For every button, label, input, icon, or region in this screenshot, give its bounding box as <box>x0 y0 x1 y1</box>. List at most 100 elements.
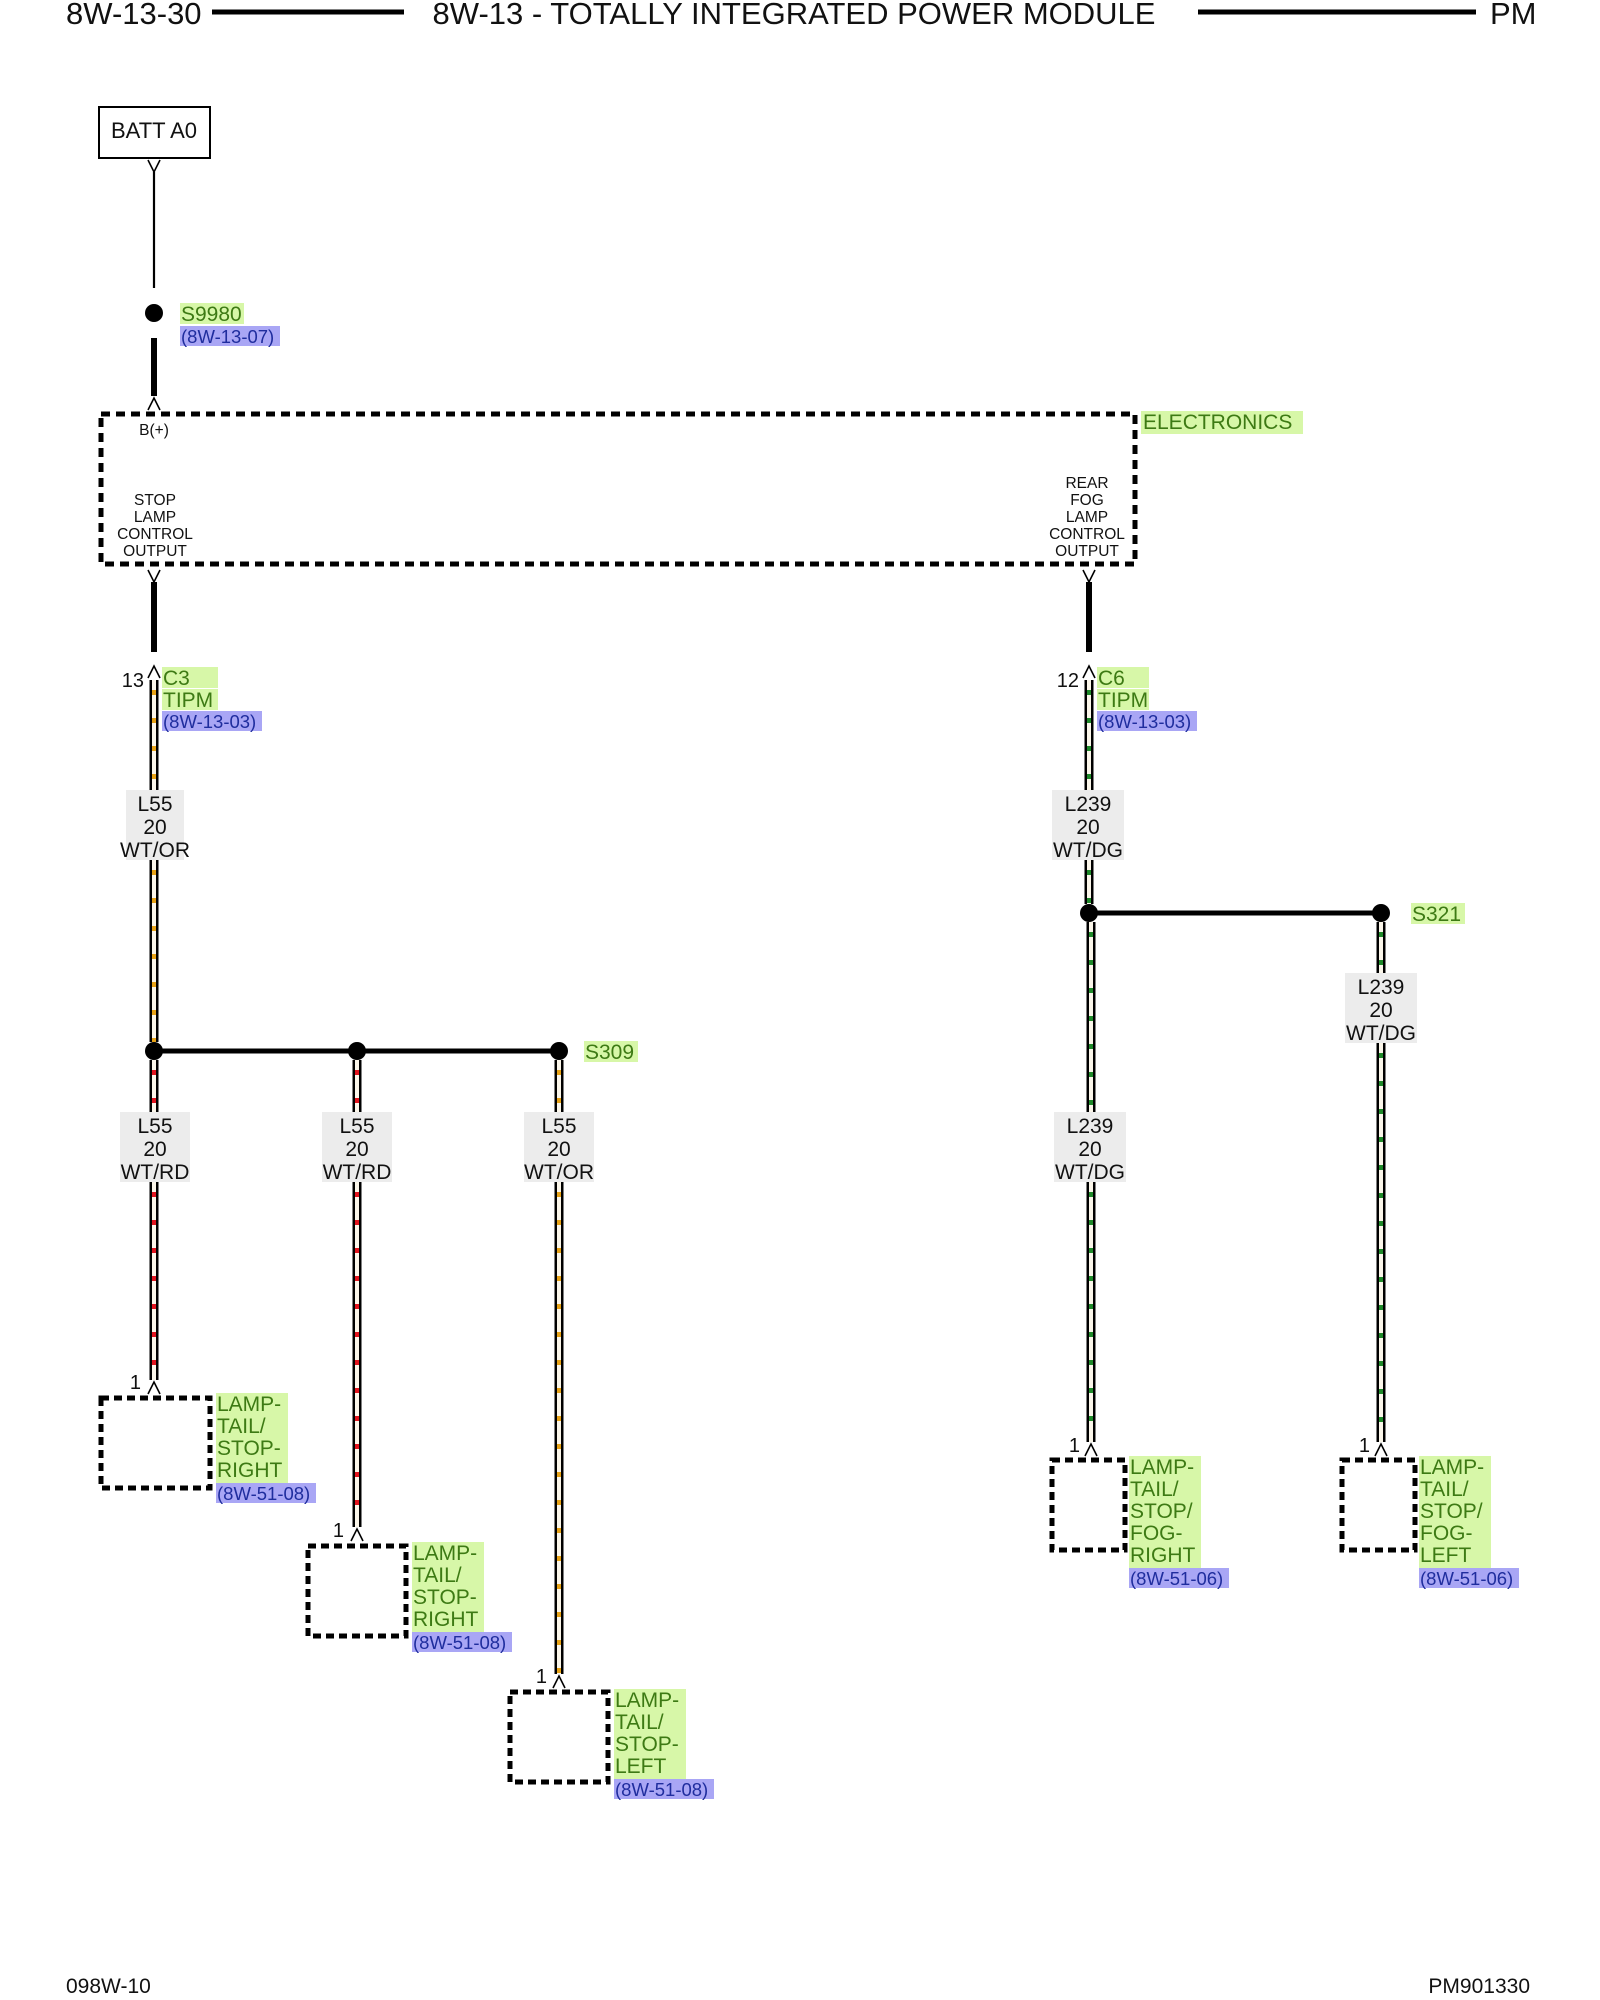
svg-text:TAIL/: TAIL/ <box>413 1564 462 1587</box>
module-bplus-arrow <box>147 396 161 411</box>
lamp5-ref[interactable]: (8W-51-06) <box>1420 1568 1513 1589</box>
lamp-tail-stop-right-2: 1 LAMP- TAIL/ STOP- RIGHT (8W-51-08) <box>305 1520 512 1653</box>
svg-text:STOP: STOP <box>134 492 176 509</box>
splice-s9980-ref-bg <box>180 326 280 346</box>
c6-name-bg <box>1097 667 1149 688</box>
lamp1-box <box>98 1395 213 1491</box>
lamp5-label-bg <box>1419 1456 1491 1568</box>
source-label: BATT A0 <box>111 118 197 143</box>
svg-text:OUTPUT: OUTPUT <box>123 543 187 560</box>
splice-s321-label: S321 <box>1412 903 1461 926</box>
c3-pin-arrow <box>147 664 161 679</box>
splice-s9980-label-bg <box>180 303 244 324</box>
lamp5-box <box>1339 1457 1418 1553</box>
splice-s321-node-2 <box>1372 904 1390 922</box>
svg-text:20: 20 <box>143 1138 166 1161</box>
wire-label-w5: L239 20 WT/DG <box>1052 790 1124 862</box>
wire-label-w3: L55 20 WT/RD <box>322 1112 392 1184</box>
lamp3-label-bg <box>614 1689 686 1779</box>
lamp1-pin: 1 <box>130 1372 141 1394</box>
svg-text:WT/OR: WT/OR <box>524 1161 594 1184</box>
lamp1-label-bg <box>216 1393 288 1483</box>
module-right-output-label: REAR FOG LAMP CONTROL OUTPUT <box>1049 475 1125 560</box>
svg-text:STOP-: STOP- <box>615 1733 679 1756</box>
svg-text:OUTPUT: OUTPUT <box>1055 543 1119 560</box>
lamp3-ref[interactable]: (8W-51-08) <box>615 1779 708 1800</box>
svg-text:L55: L55 <box>137 1115 172 1138</box>
footer-left-code: 098W-10 <box>66 1975 151 1998</box>
svg-text:LAMP-: LAMP- <box>1420 1456 1484 1479</box>
svg-text:RIGHT: RIGHT <box>1130 1544 1196 1567</box>
svg-text:FOG-: FOG- <box>1420 1522 1473 1545</box>
module-electronics-box <box>98 411 1138 567</box>
svg-text:WT/DG: WT/DG <box>1346 1022 1416 1045</box>
svg-text:WT/DG: WT/DG <box>1053 839 1123 862</box>
lamp1-ref-bg <box>216 1483 316 1503</box>
svg-text:L55: L55 <box>541 1115 576 1138</box>
c3-ref-bg <box>162 711 262 731</box>
svg-text:LEFT: LEFT <box>1420 1544 1472 1567</box>
lamp1-pin-arrow <box>147 1380 161 1395</box>
svg-text:LAMP-: LAMP- <box>413 1542 477 1565</box>
c6-pin-number: 12 <box>1057 670 1079 692</box>
lamp1-ref[interactable]: (8W-51-08) <box>217 1483 310 1504</box>
lamp4-ref-bg <box>1129 1568 1229 1588</box>
source-box <box>98 106 211 159</box>
lamp2-pin: 1 <box>333 1520 344 1542</box>
svg-text:STOP-: STOP- <box>413 1586 477 1609</box>
svg-text:20: 20 <box>345 1138 368 1161</box>
lamp4-ref[interactable]: (8W-51-06) <box>1130 1568 1223 1589</box>
splice-s309-label: S309 <box>585 1041 634 1064</box>
svg-text:20: 20 <box>1076 816 1099 839</box>
footer-right-code: PM901330 <box>1428 1975 1530 1998</box>
svg-text:L239: L239 <box>1067 1115 1114 1138</box>
svg-text:L239: L239 <box>1065 793 1112 816</box>
svg-text:RIGHT: RIGHT <box>413 1608 479 1631</box>
lamp3-box <box>507 1689 611 1785</box>
lamp2-ref-bg <box>412 1632 512 1652</box>
svg-text:LAMP-: LAMP- <box>217 1393 281 1416</box>
svg-text:20: 20 <box>143 816 166 839</box>
module-left-output-label: STOP LAMP CONTROL OUTPUT <box>117 492 193 560</box>
svg-text:STOP-: STOP- <box>217 1437 281 1460</box>
svg-text:WT/RD: WT/RD <box>121 1161 190 1184</box>
header-page-number: 8W-13-30 <box>66 0 202 31</box>
svg-text:REAR: REAR <box>1065 475 1108 492</box>
svg-text:L55: L55 <box>339 1115 374 1138</box>
lamp5-pin-arrow <box>1374 1442 1388 1457</box>
c3-sub: TIPM <box>163 689 213 712</box>
lamp2-pin-arrow <box>350 1527 364 1542</box>
svg-text:TAIL/: TAIL/ <box>1420 1478 1469 1501</box>
wire-label-w7: L239 20 WT/DG <box>1345 973 1417 1045</box>
lamp-tail-stop-fog-right: 1 LAMP- TAIL/ STOP/ FOG- RIGHT (8W-51-06… <box>1049 1435 1229 1589</box>
svg-text:LAMP: LAMP <box>134 509 176 526</box>
splice-s9980-ref[interactable]: (8W-13-07) <box>181 326 274 347</box>
c3-ref[interactable]: (8W-13-03) <box>163 711 256 732</box>
splice-s321-node-1 <box>1080 904 1098 922</box>
lamp4-pin: 1 <box>1069 1435 1080 1457</box>
splice-s309-label-bg <box>584 1041 638 1062</box>
svg-text:L55: L55 <box>137 793 172 816</box>
c6-name: C6 <box>1098 667 1125 690</box>
lamp-tail-stop-left: 1 LAMP- TAIL/ STOP- LEFT (8W-51-08) <box>507 1666 714 1800</box>
splice-s321-label-bg <box>1411 903 1465 924</box>
source-pin-arrow <box>147 159 161 174</box>
lamp2-ref[interactable]: (8W-51-08) <box>413 1632 506 1653</box>
svg-text:LAMP: LAMP <box>1066 509 1108 526</box>
lamp4-label-bg <box>1129 1456 1201 1568</box>
svg-text:CONTROL: CONTROL <box>117 526 193 543</box>
lamp5-ref-bg <box>1419 1568 1519 1588</box>
svg-text:CONTROL: CONTROL <box>1049 526 1125 543</box>
svg-text:RIGHT: RIGHT <box>217 1459 283 1482</box>
splice-s9980-dot <box>145 304 163 322</box>
module-pin-bplus: B(+) <box>139 422 169 439</box>
left-output-arrow <box>147 569 161 584</box>
header: 8W-13-30 8W-13 - TOTALLY INTEGRATED POWE… <box>66 0 1537 31</box>
svg-text:L239: L239 <box>1358 976 1405 999</box>
svg-text:FOG-: FOG- <box>1130 1522 1183 1545</box>
c6-ref[interactable]: (8W-13-03) <box>1098 711 1191 732</box>
module-name-bg <box>1141 411 1303 434</box>
module-name: ELECTRONICS <box>1143 411 1292 434</box>
svg-text:WT/OR: WT/OR <box>120 839 190 862</box>
